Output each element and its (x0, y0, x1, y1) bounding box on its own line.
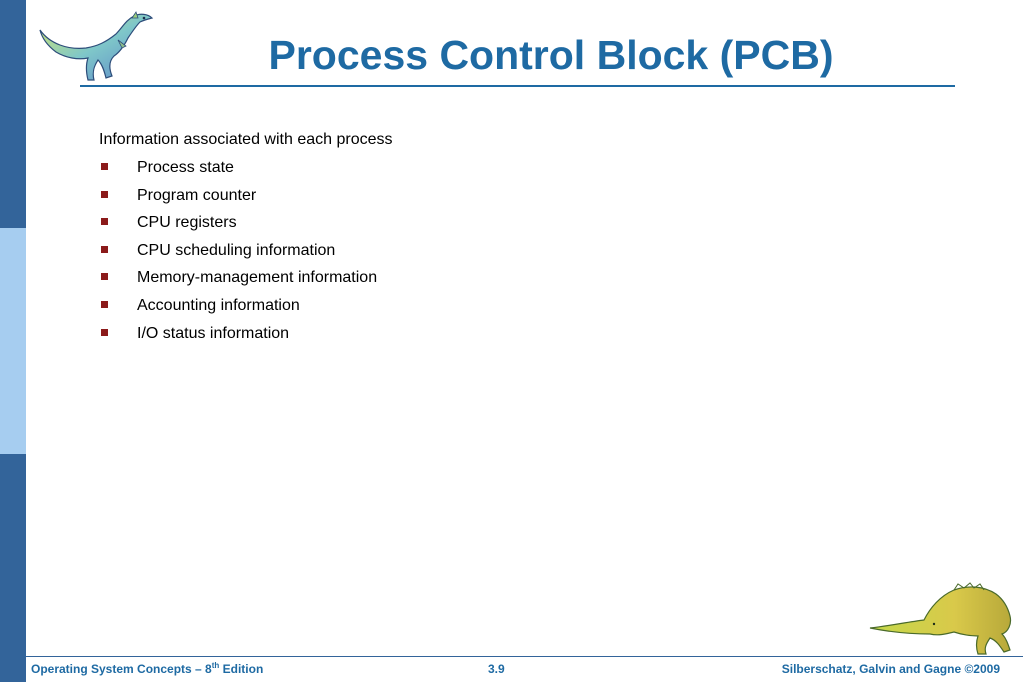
square-bullet-icon (101, 245, 108, 253)
square-bullet-icon (101, 300, 108, 308)
square-bullet-icon (101, 328, 108, 336)
bullet-text: Memory-management information (137, 269, 378, 287)
bullet-text: Program counter (137, 186, 257, 204)
footer-page-number: 3.9 (488, 662, 505, 676)
footer-divider (26, 656, 1023, 657)
footer-book-title-suffix: Edition (219, 662, 264, 676)
footer-book-title: Operating System Concepts – 8th Edition (31, 661, 263, 677)
footer-book-title-sup: th (211, 661, 220, 670)
square-bullet-icon (101, 163, 108, 170)
square-bullet-icon (101, 273, 108, 281)
intro-text: Information associated with each process (99, 131, 393, 148)
square-bullet-icon (101, 190, 108, 198)
side-bar-bottom (0, 454, 26, 682)
dinosaur-top-icon (39, 11, 154, 81)
bullet-text: Process state (137, 159, 234, 176)
side-bar-middle (0, 228, 26, 454)
square-bullet-icon (101, 218, 108, 226)
bullet-text: CPU scheduling information (137, 241, 336, 259)
bullet-text: CPU registers (137, 214, 237, 232)
footer-book-title-prefix: Operating System Concepts – 8 (31, 662, 212, 676)
bullet-text: Accounting information (137, 296, 300, 314)
title-divider (80, 85, 955, 87)
side-bar-top (0, 0, 26, 228)
slide-title: Process Control Block (PCB) (268, 32, 834, 78)
footer-authors: Silberschatz, Galvin and Gagne ©2009 (781, 662, 1000, 676)
bullet-text: I/O status information (137, 324, 290, 342)
dinosaur-bottom-icon (869, 582, 1012, 655)
